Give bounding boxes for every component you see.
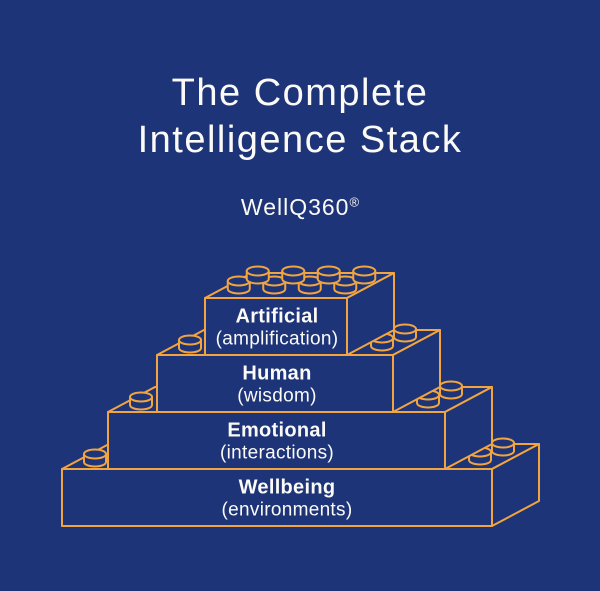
brick-stud-top bbox=[352, 265, 377, 277]
page-title: The Complete Intelligence Stack bbox=[0, 70, 600, 164]
brick-stud-top bbox=[129, 391, 153, 403]
brick-stud-top bbox=[281, 265, 306, 277]
brick-stud-top bbox=[393, 323, 417, 335]
brick-label: Artificial bbox=[235, 306, 318, 328]
brick-stud-top bbox=[439, 380, 463, 392]
brand-name: WellQ360 bbox=[240, 194, 350, 220]
brick-label: Human bbox=[242, 363, 311, 385]
brick-sublabel: (interactions) bbox=[220, 443, 334, 464]
title-line-1: The Complete bbox=[171, 72, 429, 114]
brick-label: Wellbeing bbox=[239, 477, 336, 499]
brick-label: Emotional bbox=[227, 420, 326, 442]
brick-stud-top bbox=[178, 334, 202, 346]
brick-stud-top bbox=[491, 437, 515, 449]
brick-sublabel: (environments) bbox=[222, 500, 353, 521]
brick-stud-top bbox=[83, 448, 107, 460]
registered-trademark-symbol: ® bbox=[349, 194, 360, 210]
brand-subtitle: WellQ360® bbox=[0, 194, 600, 221]
brick-stud-top bbox=[245, 265, 270, 277]
brick-stud-top bbox=[316, 265, 341, 277]
title-line-2: Intelligence Stack bbox=[137, 119, 463, 161]
brick-sublabel: (amplification) bbox=[216, 329, 339, 350]
brick-sublabel: (wisdom) bbox=[237, 386, 316, 407]
brick-front-face bbox=[204, 297, 348, 356]
